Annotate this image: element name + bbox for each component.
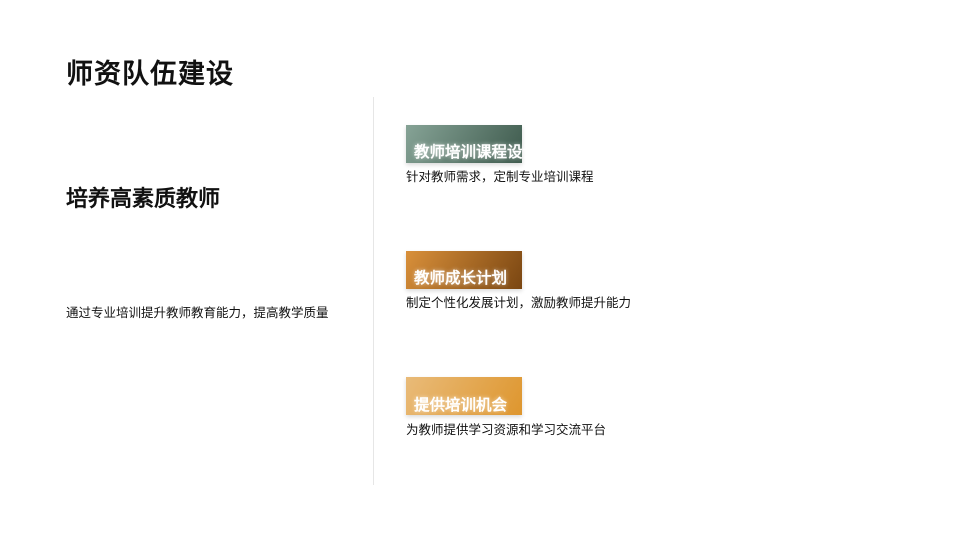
card-description: 制定个性化发展计划，激励教师提升能力 (406, 295, 632, 310)
card-description: 针对教师需求，定制专业培训课程 (406, 169, 594, 184)
card-label: 教师培训课程设计 (414, 143, 539, 161)
divider (373, 97, 374, 485)
card-training-course (406, 125, 522, 163)
card-growth-plan (406, 251, 522, 289)
card-label: 教师成长计划 (414, 269, 508, 287)
section-heading: 培养高素质教师 (66, 187, 221, 212)
card-label: 提供培训机会 (414, 396, 508, 414)
card-training-opportunity (406, 377, 522, 415)
card-description: 为教师提供学习资源和学习交流平台 (406, 422, 607, 437)
page-title: 师资队伍建设 (66, 59, 234, 90)
section-description: 通过专业培训提升教师教育能力，提高教学质量 (66, 305, 329, 320)
